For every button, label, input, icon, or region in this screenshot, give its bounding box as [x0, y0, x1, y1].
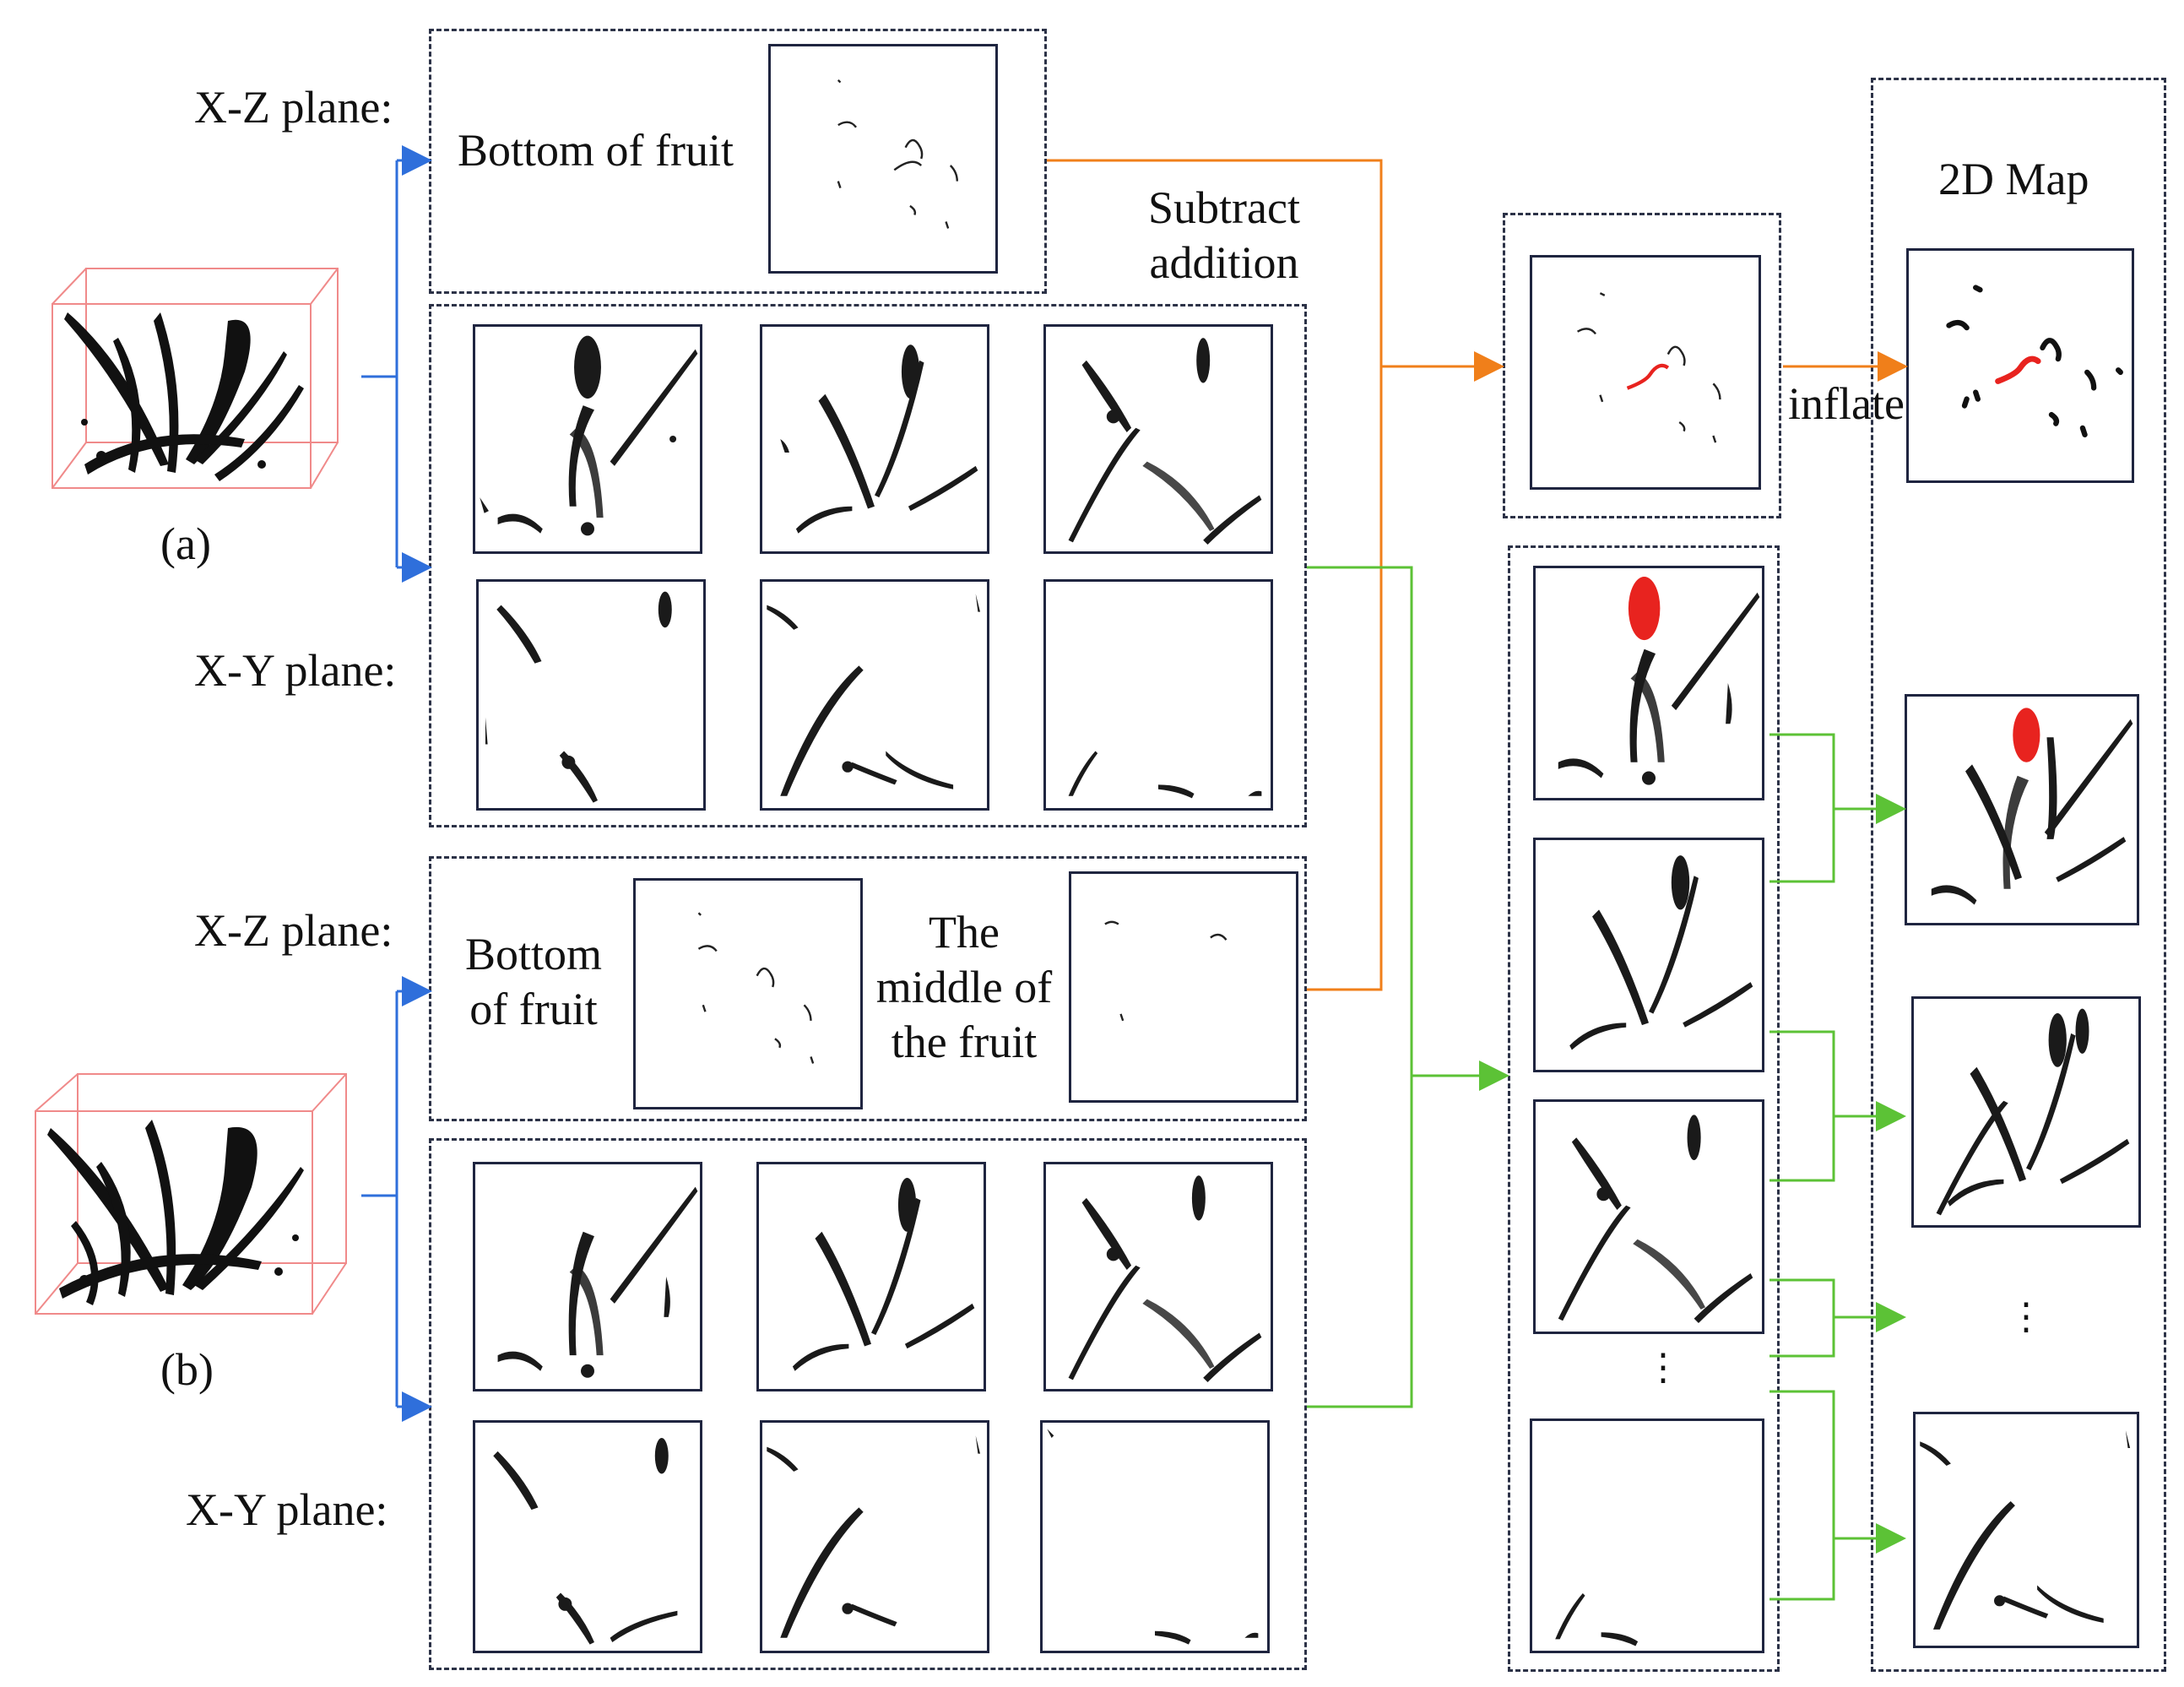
merged-slice-3: [1533, 1099, 1764, 1334]
blue-arrows-b: [361, 976, 432, 1422]
xz-plane-label-bottom: X-Z plane:: [194, 905, 393, 956]
orange-arrows: [1047, 159, 1908, 991]
map-2d-slice-2: [1911, 996, 2141, 1228]
xy-slice-bottom-6: [1040, 1420, 1270, 1653]
slice-leaves: [1555, 1593, 1639, 1646]
slice-leaves: [1558, 1115, 1753, 1323]
xy-slice-bottom-3: [1043, 1162, 1273, 1391]
slice-leaves: [1068, 1175, 1262, 1383]
slice-leaves-fruit-highlight: [1558, 577, 1760, 785]
green-arrows-map: [1769, 733, 1906, 1601]
slice-leaves: [767, 1435, 981, 1638]
green-arrows-merge: [1307, 566, 1509, 1408]
slice-leaves: [480, 335, 698, 536]
bottom-of-fruit-label-bottom: Bottom of fruit: [464, 929, 603, 1034]
map-2d-slice-1: [1905, 694, 2139, 925]
fruit-middle-contours: [1104, 920, 1227, 1022]
subtract-addition-label: Subtract addition: [1148, 182, 1300, 288]
ellipsis-right: ⋮: [2008, 1296, 2045, 1337]
xy-plane-label-top: X-Y plane:: [194, 645, 397, 696]
caption-a: (a): [160, 518, 211, 569]
merged-slices-group: [1508, 545, 1780, 1672]
middle-of-fruit-label: The middle of the fruit: [875, 907, 1053, 1067]
slice-leaves: [1569, 855, 1753, 1050]
slice-leaves: [1068, 338, 1262, 545]
point-cloud-box-a: [51, 268, 339, 489]
xy-slice-top-1: [473, 324, 702, 554]
map-2d-contour-pane: [1906, 248, 2134, 483]
xy-slice-top-6: [1043, 579, 1273, 811]
merged-slice-1: [1533, 566, 1764, 800]
xz-bottom-fruit-pane-bottom: [633, 878, 863, 1109]
xy-slice-bottom-1: [473, 1162, 702, 1391]
slice-leaves: [1936, 1008, 2130, 1216]
xz-middle-fruit-pane: [1069, 871, 1298, 1103]
xy-plane-label-bottom: X-Y plane:: [186, 1484, 388, 1535]
subtracted-contours: [1576, 292, 1721, 443]
fruit-bottom-contours: [697, 912, 815, 1064]
slice-leaves: [1047, 1429, 1259, 1645]
xy-slice-top-3: [1043, 324, 1273, 554]
merged-slice-last: [1530, 1418, 1764, 1653]
xz-plane-label-top: X-Z plane:: [194, 82, 393, 133]
xy-slice-bottom-4: [473, 1420, 702, 1653]
inflated-contours: [1946, 285, 2123, 438]
caption-b: (b): [160, 1344, 214, 1395]
xy-slice-bottom-5: [760, 1420, 989, 1653]
slice-leaves: [767, 594, 981, 796]
inflate-label: inflate: [1788, 378, 1905, 429]
xy-slice-top-5: [760, 579, 989, 811]
xy-slice-bottom-2: [756, 1162, 986, 1391]
xz-bottom-fruit-pane-top: [768, 44, 998, 274]
slice-leaves: [1920, 1430, 2131, 1630]
map-2d-group: [1871, 78, 2166, 1672]
slice-leaves-fruit-highlight: [1931, 708, 2133, 905]
slice-leaves: [485, 591, 672, 803]
map-2d-title: 2D Map: [1938, 154, 2089, 204]
xy-slice-top-2: [760, 324, 989, 554]
slice-leaves: [1068, 751, 1262, 799]
blue-arrows-a: [361, 145, 432, 583]
slice-leaves: [792, 1177, 975, 1371]
subtract-result-pane: [1530, 255, 1761, 490]
point-cloud-box-b: [35, 1073, 347, 1315]
xy-slice-top-4: [476, 579, 706, 811]
ellipsis-middle: ⋮: [1645, 1347, 1682, 1388]
bottom-of-fruit-label-top: Bottom of fruit: [458, 125, 734, 176]
fruit-bottom-contours: [837, 79, 958, 229]
slice-leaves: [497, 1186, 698, 1378]
slice-leaves: [780, 344, 978, 534]
map-2d-slice-last: [1913, 1412, 2139, 1648]
slice-leaves: [493, 1437, 678, 1645]
merged-slice-2: [1533, 838, 1764, 1072]
